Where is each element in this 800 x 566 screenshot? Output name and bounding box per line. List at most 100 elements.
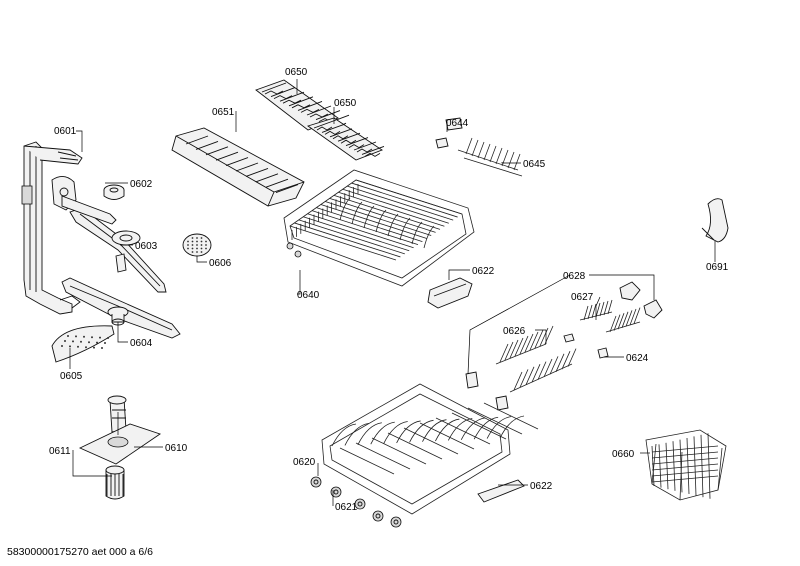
filter-hole bbox=[200, 240, 203, 243]
basket-bar bbox=[651, 469, 719, 477]
filter-hole bbox=[205, 244, 207, 246]
filter-hole bbox=[200, 251, 203, 253]
rack-tine bbox=[471, 139, 479, 157]
filter-hole bbox=[196, 247, 198, 250]
folding-spikes-drawing bbox=[465, 281, 663, 411]
spike bbox=[549, 356, 559, 375]
spike bbox=[561, 351, 571, 370]
plate-hole bbox=[67, 335, 69, 337]
basket-tine bbox=[375, 209, 387, 233]
part-label-0602: 0602 bbox=[130, 179, 153, 190]
filter-hole bbox=[187, 240, 189, 243]
tray-ridge bbox=[345, 137, 369, 149]
drawer-slot bbox=[235, 162, 259, 172]
basket-wire bbox=[387, 432, 443, 460]
basket-bar bbox=[665, 442, 669, 490]
basket-wire bbox=[355, 442, 411, 470]
tray-ridge bbox=[321, 123, 345, 135]
upper-basket-drawing bbox=[283, 169, 475, 287]
wheel-hub bbox=[333, 489, 339, 495]
filter-hole bbox=[191, 251, 194, 253]
spike bbox=[534, 329, 544, 349]
part-label-0604: 0604 bbox=[130, 338, 153, 349]
leader-lines bbox=[69, 79, 716, 506]
part-label-0610: 0610 bbox=[165, 443, 188, 454]
part-callouts: 0601 0602 0603 0604 0605 0606 0610 0611 … bbox=[49, 67, 729, 513]
spike bbox=[625, 310, 633, 327]
drawer-slot bbox=[255, 173, 279, 183]
wall-clip-drawing bbox=[701, 198, 729, 243]
spike bbox=[587, 304, 593, 320]
plate-hole bbox=[101, 347, 103, 349]
filter-hole bbox=[200, 247, 203, 250]
filter-disc-drawing bbox=[182, 233, 212, 257]
spike bbox=[514, 337, 524, 357]
drawer-slot bbox=[185, 135, 209, 145]
spike bbox=[555, 353, 565, 372]
plate-hole bbox=[88, 341, 90, 344]
spike bbox=[607, 299, 613, 315]
drawer-slot bbox=[195, 140, 219, 150]
part-label-0645: 0645 bbox=[523, 159, 546, 170]
wheels-drawing bbox=[310, 476, 402, 528]
part-label-0603: 0603 bbox=[135, 241, 158, 252]
plate-hole bbox=[77, 345, 79, 348]
spray-plate-drawing bbox=[51, 325, 115, 363]
basket-wire bbox=[338, 191, 445, 227]
basket-wire bbox=[316, 207, 423, 242]
basket-wire bbox=[289, 225, 397, 261]
basket-wire bbox=[331, 423, 357, 447]
basket-bar bbox=[651, 451, 719, 459]
basket-tine bbox=[411, 221, 423, 245]
rack-tine bbox=[477, 141, 485, 159]
part-label-0611: 0611 bbox=[49, 446, 71, 457]
part-label-0650-right: 0650 bbox=[334, 98, 357, 109]
basket-tine bbox=[339, 197, 351, 221]
basket-wire bbox=[329, 198, 436, 233]
lower-basket-drawing bbox=[321, 383, 539, 515]
drawer-slot bbox=[215, 151, 239, 161]
basket-wire bbox=[435, 418, 460, 442]
basket-wire bbox=[370, 421, 395, 445]
wheel bbox=[310, 476, 322, 488]
basket-wire bbox=[396, 420, 421, 444]
tray-ridge bbox=[337, 132, 361, 144]
basket-wire bbox=[294, 222, 401, 258]
spike bbox=[531, 364, 541, 383]
wheel-hub bbox=[393, 519, 399, 525]
spike bbox=[499, 343, 509, 363]
spike bbox=[519, 369, 529, 388]
spike bbox=[595, 302, 601, 318]
spike bbox=[603, 300, 609, 316]
filter-hole bbox=[200, 237, 203, 239]
tray-ridge bbox=[313, 119, 337, 131]
basket-wire bbox=[320, 204, 427, 239]
wheel-hub bbox=[357, 501, 363, 507]
basket-wire bbox=[325, 201, 432, 236]
clip-drawing bbox=[435, 117, 463, 149]
plate-hole bbox=[75, 335, 77, 338]
basket-tine bbox=[363, 205, 375, 229]
cutlery-basket-drawing bbox=[645, 429, 727, 501]
filter-hole bbox=[205, 240, 207, 243]
spike bbox=[599, 301, 605, 317]
plate-hole bbox=[104, 342, 106, 344]
basket-wire bbox=[371, 437, 427, 465]
rack-tine bbox=[501, 149, 509, 167]
basket-wire bbox=[483, 402, 539, 430]
spike bbox=[525, 366, 535, 385]
spike bbox=[591, 303, 597, 319]
spike bbox=[513, 371, 523, 391]
basket-bar bbox=[679, 439, 683, 493]
basket-wire bbox=[403, 427, 459, 455]
basket-bar bbox=[707, 433, 711, 499]
basket-wire bbox=[333, 194, 441, 230]
part-label-0620: 0620 bbox=[293, 457, 316, 468]
basket-wire bbox=[422, 419, 447, 442]
drawer-slot bbox=[245, 167, 269, 177]
filter-hole bbox=[187, 247, 189, 250]
wheel bbox=[390, 516, 402, 528]
part-label-0605: 0605 bbox=[60, 371, 83, 382]
cutlery-drawer-drawing bbox=[171, 127, 305, 207]
